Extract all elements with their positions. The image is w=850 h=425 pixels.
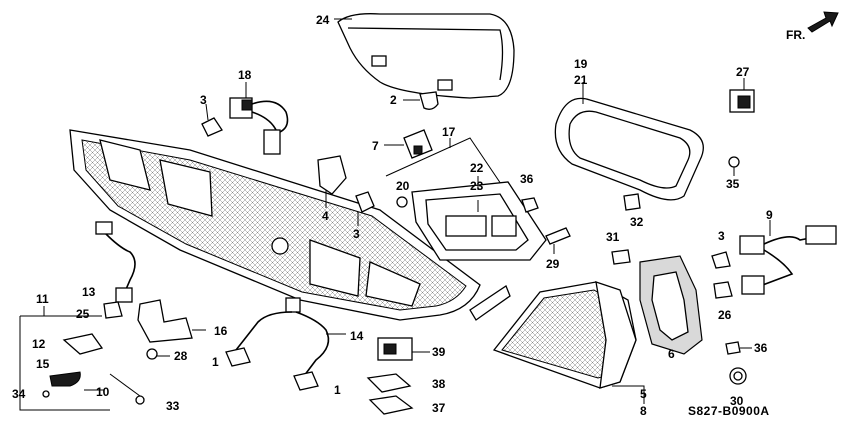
- callout-35: 35: [726, 177, 740, 191]
- callout-36b: 36: [754, 341, 768, 355]
- license-light-39: [377, 337, 430, 361]
- callout-39: 39: [432, 345, 446, 359]
- callout-4: 4: [322, 209, 329, 223]
- front-direction-indicator: FR.: [786, 11, 839, 42]
- callout-8: 8: [640, 404, 647, 418]
- callout-3b: 3: [353, 227, 360, 241]
- callout-21: 21: [574, 73, 588, 87]
- tail-light-housing-19-21: [554, 82, 704, 201]
- rear-garnish-panel: [69, 129, 481, 321]
- callout-10: 10: [96, 385, 110, 399]
- bracket-16: [137, 299, 206, 343]
- back-up-light-assembly: [385, 137, 547, 321]
- part-27: [729, 78, 755, 113]
- callout-7: 7: [372, 139, 379, 153]
- callout-28: 28: [174, 349, 188, 363]
- callout-15: 15: [36, 357, 50, 371]
- callout-34: 34: [12, 387, 26, 401]
- lens-37: [368, 395, 414, 415]
- callout-33: 33: [166, 399, 180, 413]
- callout-6: 6: [668, 347, 675, 361]
- callout-20: 20: [396, 179, 410, 193]
- callout-36a: 36: [520, 172, 534, 186]
- callout-22: 22: [470, 161, 484, 175]
- socket-harness-18: [201, 82, 289, 155]
- nut-36-upper: [521, 197, 539, 213]
- callout-37: 37: [432, 401, 446, 415]
- gasket-6: [639, 255, 703, 355]
- callout-16: 16: [214, 324, 228, 338]
- callout-19: 19: [574, 57, 588, 71]
- callout-38: 38: [432, 377, 446, 391]
- callout-5: 5: [640, 387, 647, 401]
- callout-32: 32: [630, 215, 644, 229]
- socket-4: [317, 155, 375, 226]
- clip-35: [728, 156, 740, 176]
- front-direction-label: FR.: [786, 28, 805, 42]
- front-arrow-icon: [807, 11, 839, 33]
- callout-3c: 3: [718, 229, 725, 243]
- callout-13: 13: [82, 285, 96, 299]
- sub-assembly-11: [19, 306, 145, 411]
- bulb-2: [403, 91, 439, 110]
- diagram-code: S827-B0900A: [688, 404, 770, 418]
- rear-combination-light-5-8: [492, 281, 645, 404]
- callout-11: 11: [36, 292, 49, 306]
- high-mount-stop-light: [334, 13, 515, 99]
- harness-9: [711, 220, 837, 299]
- clip-31: [611, 249, 631, 265]
- callout-31: 31: [606, 230, 620, 244]
- bolt-29: [545, 227, 571, 254]
- harness-13: [95, 221, 136, 319]
- callout-27: 27: [736, 65, 750, 79]
- gasket-38: [366, 373, 412, 393]
- nut-36-lower: [725, 341, 752, 355]
- socket-7: [384, 129, 433, 159]
- callout-14: 14: [350, 329, 364, 343]
- callout-18: 18: [238, 68, 252, 82]
- clip-32: [623, 193, 641, 211]
- callout-23: 23: [470, 179, 484, 193]
- callout-9: 9: [766, 208, 773, 222]
- screw-28: [146, 348, 170, 360]
- callout-12: 12: [32, 337, 46, 351]
- callout-30: 30: [730, 394, 744, 408]
- callout-1a: 1: [212, 355, 219, 369]
- callout-29: 29: [546, 257, 560, 271]
- callout-26: 26: [718, 308, 732, 322]
- callout-3a: 3: [200, 93, 207, 107]
- callout-17: 17: [442, 125, 456, 139]
- callout-1b: 1: [334, 383, 341, 397]
- callout-24: 24: [316, 13, 330, 27]
- harness-14: [225, 297, 346, 391]
- part-30: [729, 367, 747, 385]
- callout-2: 2: [390, 93, 397, 107]
- callout-25: 25: [76, 307, 90, 321]
